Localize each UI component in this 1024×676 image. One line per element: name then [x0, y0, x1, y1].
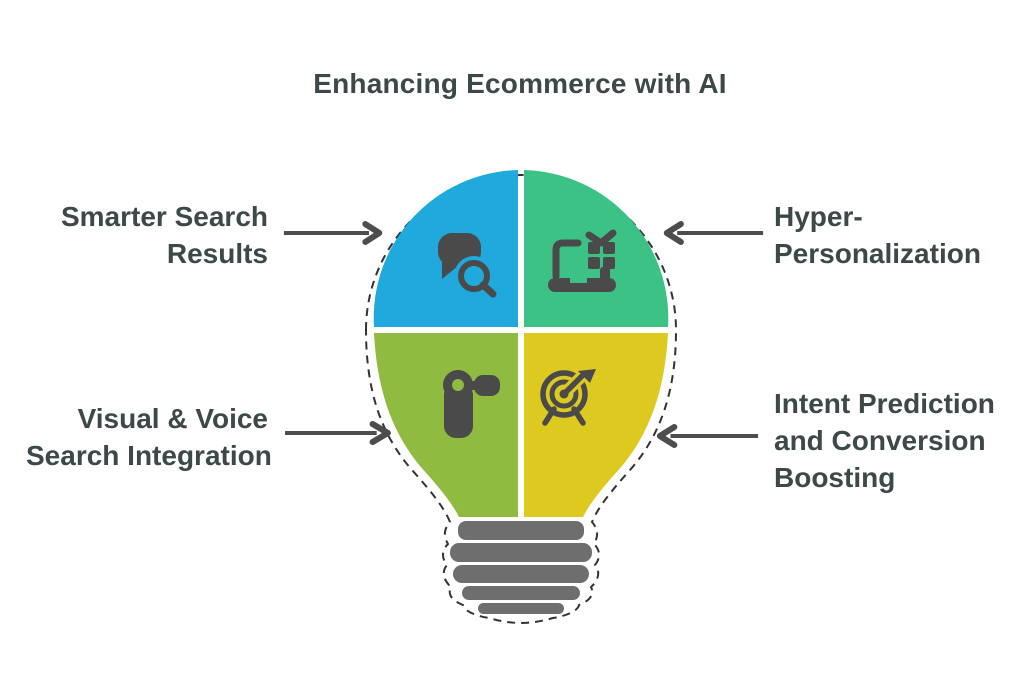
arrow-visual-voice-search	[285, 421, 391, 445]
label-line: Personalization	[774, 238, 981, 269]
label-line: Visual & Voice	[77, 403, 268, 434]
arrow-smarter-search	[283, 221, 383, 245]
label-line: and Conversion	[774, 425, 986, 456]
bulb-screw-base	[450, 521, 592, 614]
label-line: Boosting	[774, 462, 896, 493]
quadrant-bottom-right	[524, 333, 668, 517]
label-line: Intent Prediction	[774, 388, 995, 419]
label-line: Hyper-	[774, 201, 863, 232]
page-title: Enhancing Ecommerce with AI	[313, 68, 727, 99]
label-visual-voice-search: Visual & Voice Search Integration	[26, 400, 272, 474]
label-line: Results	[166, 238, 268, 269]
label-hyper-personalization: Hyper- Personalization	[774, 198, 1020, 272]
arrow-intent-prediction	[656, 424, 759, 448]
label-intent-prediction: Intent Prediction and Conversion Boostin…	[774, 385, 1024, 496]
label-smarter-search: Smarter Search Results	[38, 198, 268, 272]
label-line: Search Integration	[26, 440, 272, 471]
label-line: Smarter Search	[60, 201, 268, 232]
target-arrow-icon	[540, 369, 596, 426]
laptop-gift-icon	[548, 229, 617, 292]
camcorder-icon	[443, 370, 500, 438]
arrow-hyper-personalization	[663, 221, 764, 245]
chat-search-icon	[438, 233, 501, 302]
